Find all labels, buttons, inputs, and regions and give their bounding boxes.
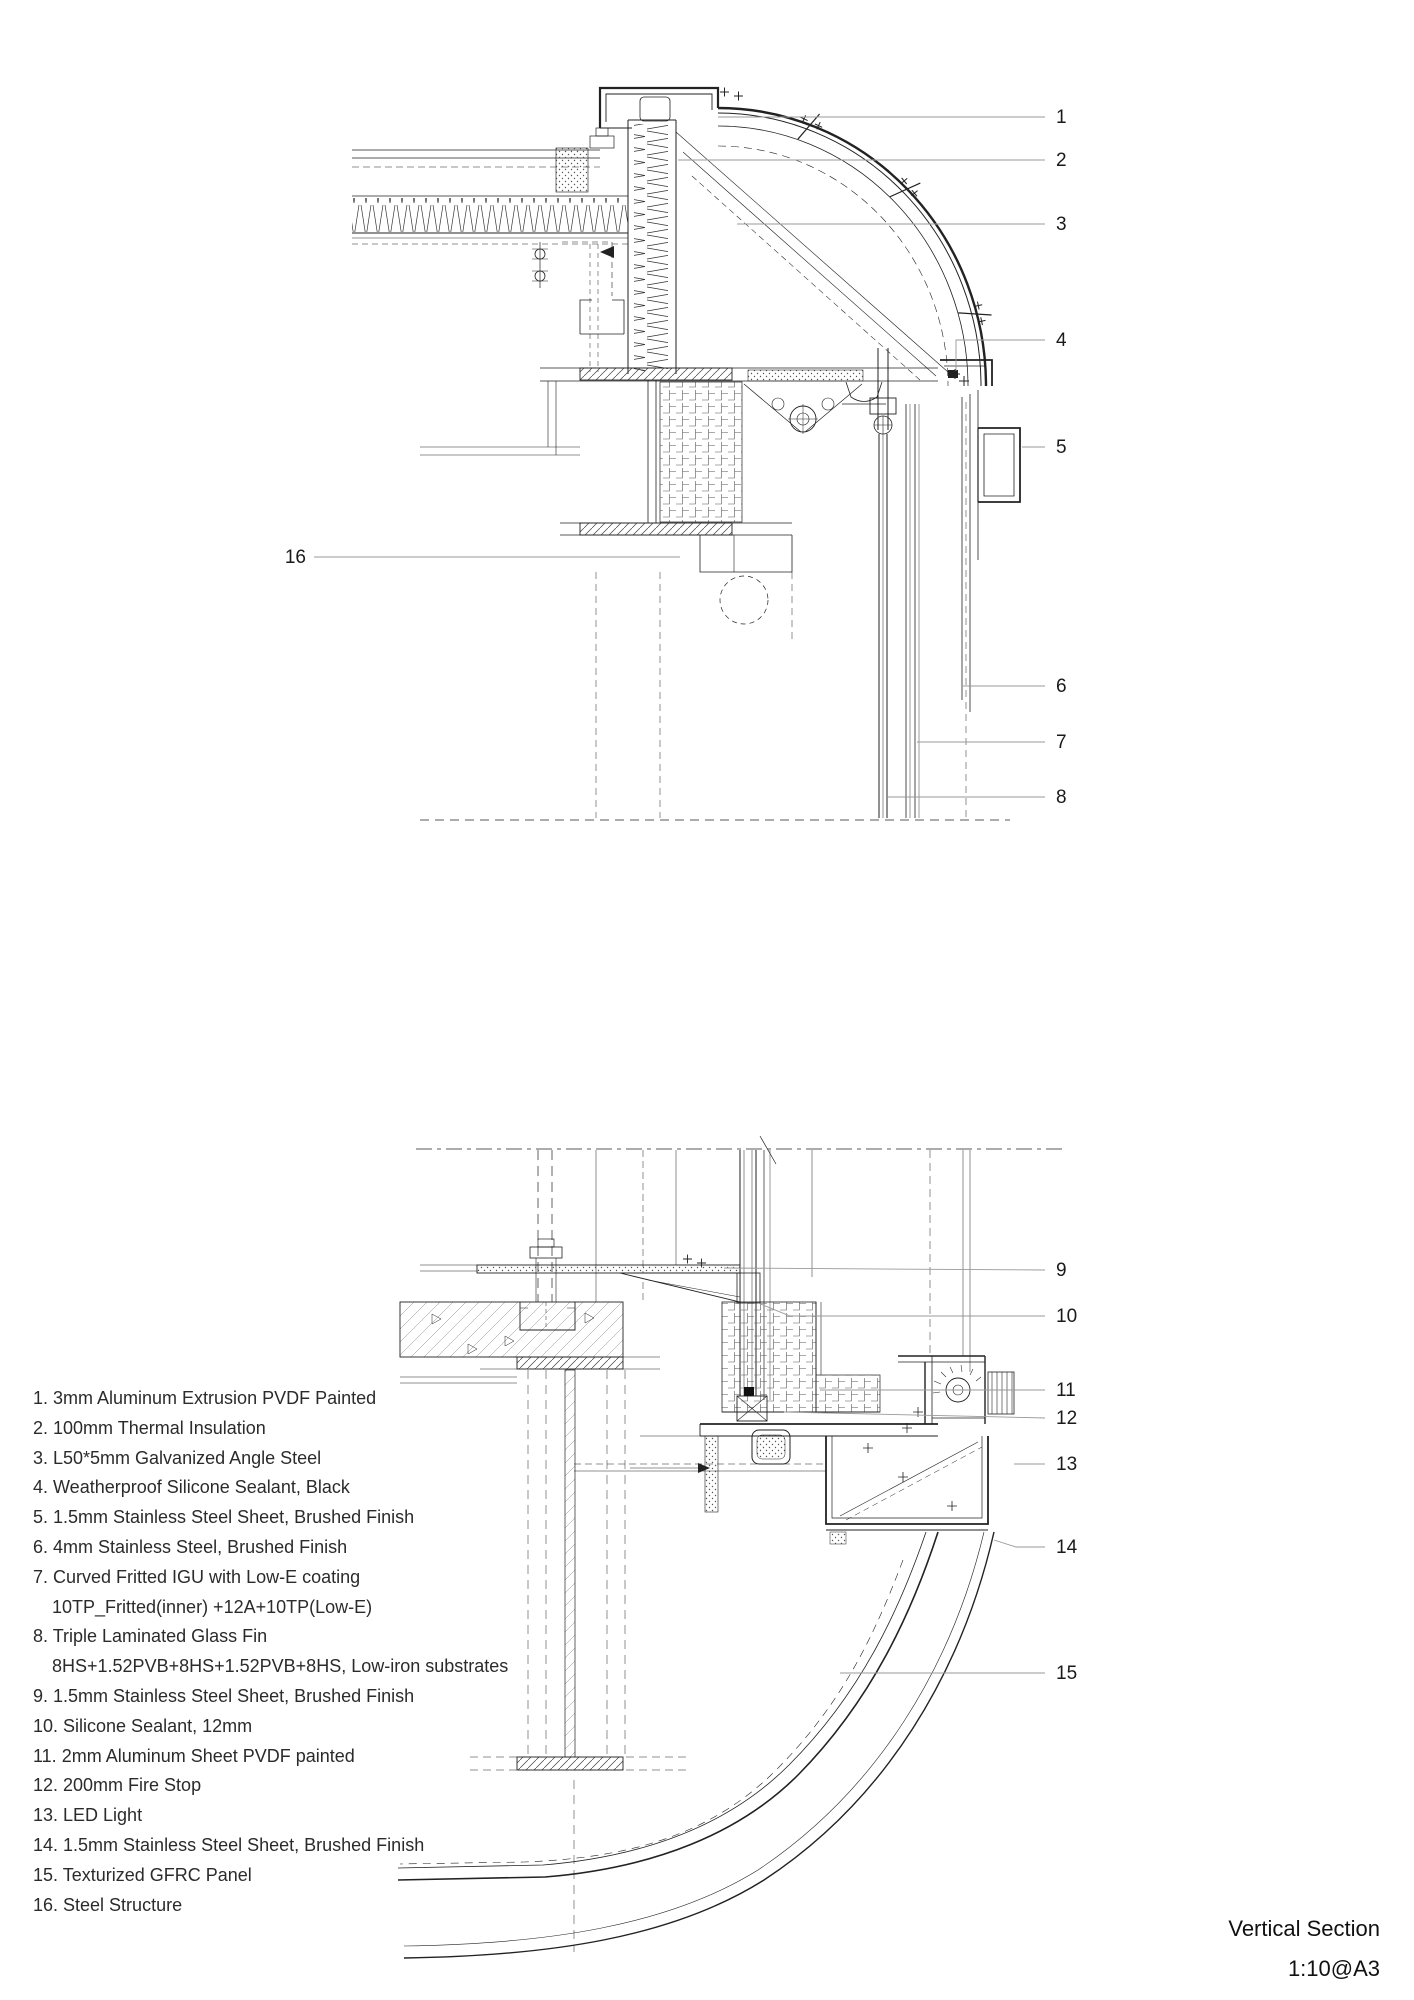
soffit-sheet bbox=[420, 1254, 761, 1304]
legend-item-7: 7. Curved Fritted IGU with Low-E coating bbox=[33, 1566, 361, 1587]
led-housing bbox=[987, 1371, 1015, 1415]
leader-line-10 bbox=[757, 1302, 1045, 1317]
steel-beam bbox=[420, 367, 938, 818]
callout-label-13: 13 bbox=[1056, 1454, 1077, 1475]
callout-label-5: 5 bbox=[1056, 437, 1067, 458]
legend-item-3: 3. L50*5mm Galvanized Angle Steel bbox=[33, 1447, 322, 1468]
insulation-wall bbox=[627, 119, 677, 374]
legend-item-2: 2. 100mm Thermal Insulation bbox=[33, 1417, 266, 1438]
callout-label-3: 3 bbox=[1056, 214, 1067, 235]
stainless-box bbox=[977, 427, 1021, 503]
curved-eave bbox=[675, 106, 992, 387]
callout-label-10: 10 bbox=[1056, 1306, 1077, 1327]
beam-fireproofing bbox=[659, 381, 743, 523]
callout-label-14: 14 bbox=[1056, 1537, 1078, 1558]
callout-label-12: 12 bbox=[1056, 1408, 1077, 1429]
callout-label-16: 16 bbox=[285, 547, 306, 568]
fire-stop bbox=[721, 1301, 881, 1413]
led-light bbox=[932, 1364, 1015, 1415]
callout-label-1: 1 bbox=[1056, 107, 1067, 128]
roof-buildup bbox=[352, 127, 628, 372]
legend-item-16: 14. 1.5mm Stainless Steel Sheet, Brushed… bbox=[33, 1835, 425, 1855]
fastener-ticks bbox=[958, 301, 992, 326]
drawing-scale: 1:10@A3 bbox=[1287, 1956, 1380, 1981]
callout-label-2: 2 bbox=[1056, 150, 1067, 171]
glass-fin bbox=[878, 434, 888, 818]
legend-item-18: 16. Steel Structure bbox=[33, 1894, 183, 1915]
legend-item-8: 10TP_Fritted(inner) +12A+10TP(Low-E) bbox=[52, 1596, 373, 1617]
leader-line-12 bbox=[783, 1411, 1046, 1419]
fastener-ticks bbox=[889, 177, 921, 198]
leader-line-9 bbox=[723, 1267, 1046, 1271]
legend-item-13: 11. 2mm Aluminum Sheet PVDF painted bbox=[33, 1745, 355, 1766]
legend-item-17: 15. Texturized GFRC Panel bbox=[33, 1864, 252, 1885]
callout-label-6: 6 bbox=[1056, 676, 1067, 697]
stainless-shoe bbox=[574, 1435, 989, 1545]
section-arrow bbox=[600, 246, 614, 258]
leader-line-4 bbox=[955, 339, 1045, 371]
igu-glass bbox=[905, 404, 920, 818]
legend-item-1: 1. 3mm Aluminum Extrusion PVDF Painted bbox=[33, 1388, 377, 1408]
callout-label-8: 8 bbox=[1056, 787, 1067, 808]
eave-end-cap bbox=[940, 359, 993, 386]
callout-label-9: 9 bbox=[1056, 1260, 1067, 1281]
parapet-cap bbox=[598, 86, 743, 129]
legend-item-11: 9. 1.5mm Stainless Steel Sheet, Brushed … bbox=[33, 1686, 415, 1706]
legend-item-4: 4. Weatherproof Silicone Sealant, Black bbox=[33, 1477, 350, 1498]
callout-label-7: 7 bbox=[1056, 732, 1067, 753]
callout-label-15: 15 bbox=[1056, 1663, 1077, 1684]
legend-item-10: 8HS+1.52PVB+8HS+1.52PVB+8HS, Low-iron su… bbox=[52, 1656, 509, 1677]
bottom-detail bbox=[397, 1135, 1064, 1959]
steel-girder bbox=[470, 1356, 690, 1771]
gfrc-panel bbox=[397, 1531, 995, 1959]
legend-item-15: 13. LED Light bbox=[33, 1805, 143, 1826]
callout-label-4: 4 bbox=[1056, 330, 1067, 351]
legend-item-9: 8. Triple Laminated Glass Fin bbox=[33, 1626, 268, 1647]
stainless-fascia bbox=[961, 390, 979, 818]
legend-item-12: 10. Silicone Sealant, 12mm bbox=[33, 1715, 253, 1736]
fastener-ticks bbox=[797, 113, 823, 140]
top-detail bbox=[352, 86, 1021, 821]
legend-item-5: 5. 1.5mm Stainless Steel Sheet, Brushed … bbox=[33, 1507, 415, 1528]
gutter-strip bbox=[555, 147, 589, 193]
leader-line-14 bbox=[993, 1539, 1045, 1548]
concrete-slab bbox=[399, 1301, 624, 1384]
legend-item-6: 6. 4mm Stainless Steel, Brushed Finish bbox=[33, 1537, 348, 1557]
fin-hanger bbox=[869, 348, 897, 435]
legend-item-14: 12. 200mm Fire Stop bbox=[33, 1775, 202, 1796]
drawing-title: Vertical Section bbox=[1228, 1916, 1380, 1941]
callout-label-11: 11 bbox=[1056, 1380, 1076, 1401]
